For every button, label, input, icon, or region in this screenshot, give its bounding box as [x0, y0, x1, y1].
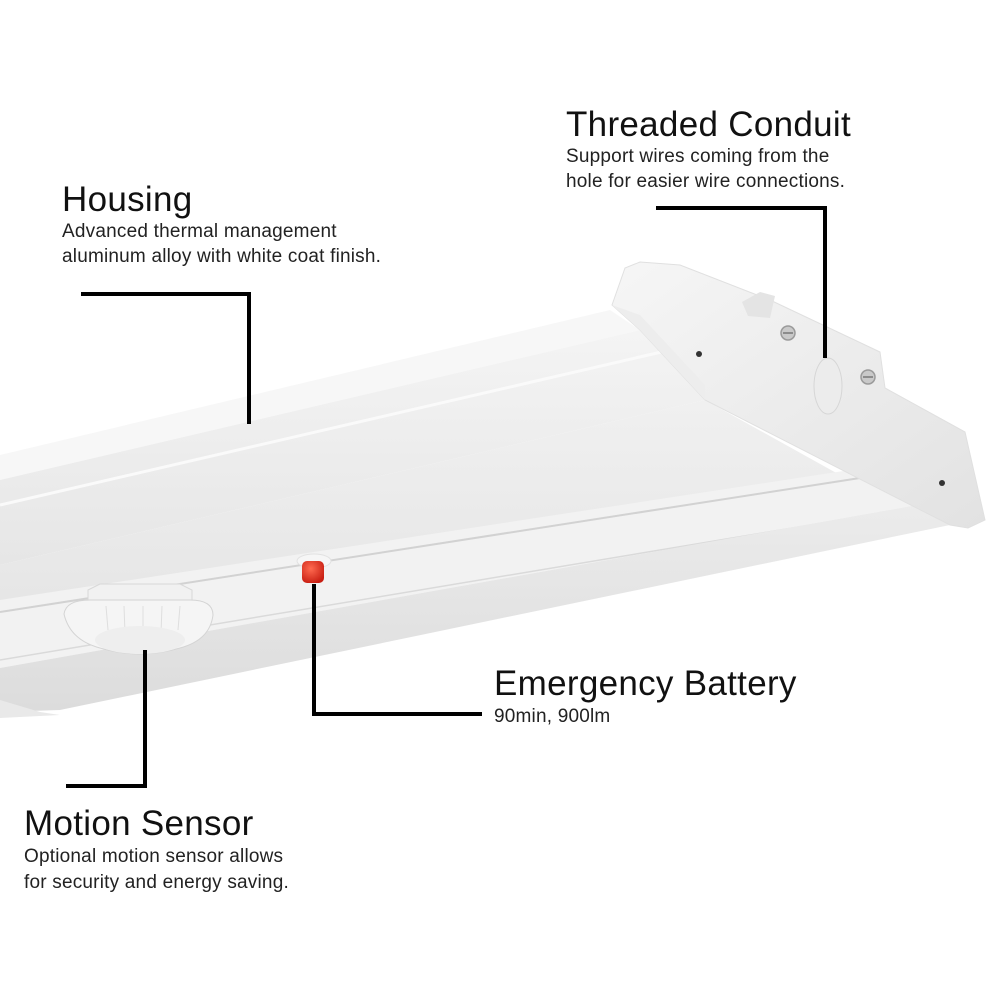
conduit-knockout: [813, 357, 843, 415]
housing-leader-v: [247, 292, 251, 424]
mounting-bracket: [742, 292, 775, 318]
callout-desc-line: Support wires coming from the: [566, 146, 830, 167]
callout-title: Emergency Battery: [494, 664, 797, 703]
callout-desc-line: for security and energy saving.: [24, 872, 289, 893]
callout-title: Housing: [62, 180, 193, 219]
center-rail: [0, 470, 945, 668]
callout-desc-line: 90min, 900lm: [494, 706, 611, 727]
motion-leader-v: [143, 650, 147, 788]
callout-title: Motion Sensor: [24, 804, 254, 843]
housing-lower-side: [0, 500, 950, 712]
callout-desc-line: Advanced thermal management: [62, 221, 337, 242]
callout-desc-line: hole for easier wire connections.: [566, 171, 846, 192]
callout-desc-line: aluminum alloy with white coat finish.: [62, 246, 382, 267]
battery-leader-v: [312, 584, 316, 716]
threaded-conduit-leader-h: [656, 206, 827, 210]
housing-leader-h: [81, 292, 251, 296]
battery-leader-h: [312, 712, 482, 716]
callout-desc-line: Optional motion sensor allows: [24, 846, 284, 867]
callout-threaded-conduit: Threaded Conduit Support wires coming fr…: [566, 106, 851, 194]
emergency-indicator-light: [302, 561, 324, 583]
motion-leader-h: [66, 784, 147, 788]
callout-title: Threaded Conduit: [566, 105, 851, 144]
callout-emergency-battery: Emergency Battery 90min, 900lm: [494, 665, 797, 729]
callout-motion-sensor: Motion Sensor Optional motion sensor all…: [24, 805, 289, 895]
callout-housing: Housing Advanced thermal management alum…: [62, 181, 381, 269]
housing-top-face: [0, 310, 640, 480]
end-cap: [611, 261, 986, 529]
threaded-conduit-leader-v: [823, 206, 827, 358]
motion-sensor: [63, 583, 214, 655]
housing-upper-side: [0, 330, 705, 565]
